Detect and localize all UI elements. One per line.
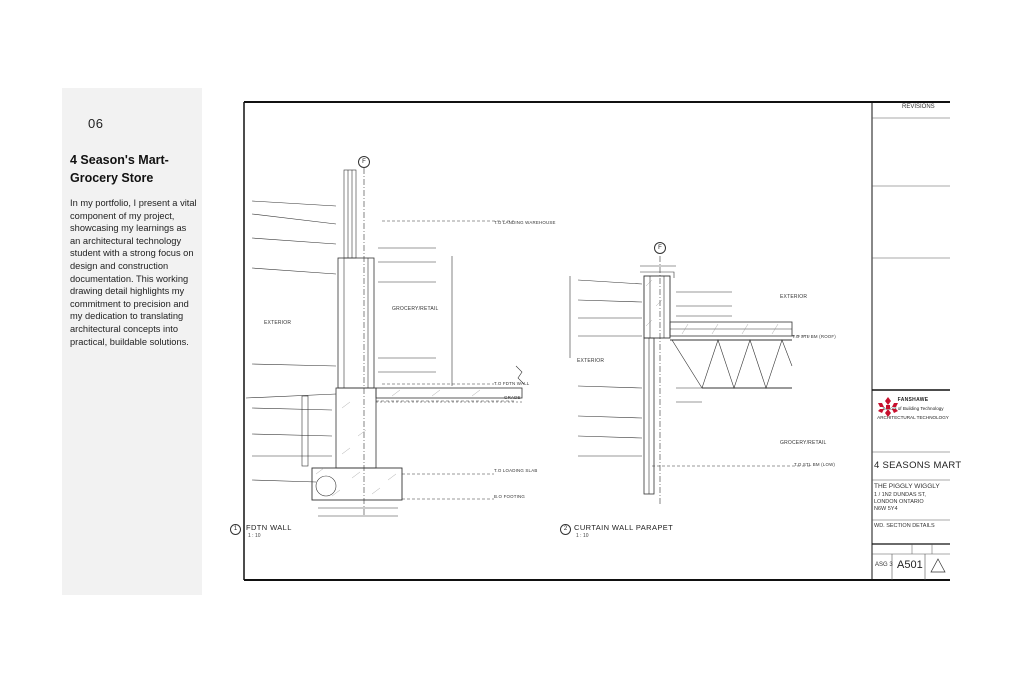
client-name: THE PIGGLY WIGGLY [874,483,940,490]
room-label-grocery-2: GROCERY/RETAIL [780,440,827,446]
room-label-exterior-2: EXTERIOR [577,358,605,364]
room-label-exterior-1: EXTERIOR [264,320,292,326]
level-roof: T.O STL BM (ROOF) [792,334,836,339]
detail-scale-1: 1 : 10 [248,533,261,539]
level-fdtn-wall: T.O FDTN WALL [494,381,530,386]
level-loading-slab: T.O LOADING SLAB [494,468,538,473]
revisions-heading: REVISIONS [902,104,935,110]
level-grade: GRADE [504,395,521,400]
grid-bubble-2: F [654,242,666,254]
sheet-title: WD. SECTION DETAILS [874,523,935,529]
address-line-2: LONDON ONTARIO [874,499,924,505]
project-info-panel: 06 4 Season's Mart-Grocery Store In my p… [62,88,202,595]
detail-title-1: FDTN WALL [246,523,292,532]
school-logo-block: FANSHAWE School of Building Technology A… [874,396,952,420]
address-line-1: 1 / 1N2 DUNDAS ST, [874,492,926,498]
school-name: School of Building Technology [882,406,944,411]
school-brand: FANSHAWE [897,397,929,403]
level-footing: B.O FOOTING [494,494,525,499]
project-name: 4 SEASONS MART [874,460,962,471]
assignment-number: ASG 3 [875,562,893,568]
level-ceiling: T.O STL BM (LOW) [794,462,836,467]
fanshawe-logo-icon [878,397,898,417]
detail-scale-2: 1 : 10 [576,533,589,539]
grid-bubble-1: F [358,156,370,168]
program-name: ARCHITECTURAL TECHNOLOGY [877,414,949,420]
drawing-sheet: F F EXTERIOR GROCERY/RETAIL EXTERIOR EXT… [230,96,961,586]
project-description: In my portfolio, I present a vital compo… [70,198,197,347]
room-label-grocery-1: GROCERY/RETAIL [392,306,439,312]
page-number: 06 [88,116,104,131]
sheet-number: A501 [897,559,923,571]
room-label-exterior-3: EXTERIOR [780,294,808,300]
detail-title-2: CURTAIN WALL PARAPET [574,523,674,532]
detail-number-2: 2 [560,524,571,535]
sheet-linework [243,101,950,581]
detail-number-1: 1 [230,524,241,535]
level-landing: T.O LANDING WAREHOUSE [494,220,556,225]
project-title: 4 Season's Mart-Grocery Store [70,153,169,185]
address-line-3: N6W 5Y4 [874,506,898,512]
